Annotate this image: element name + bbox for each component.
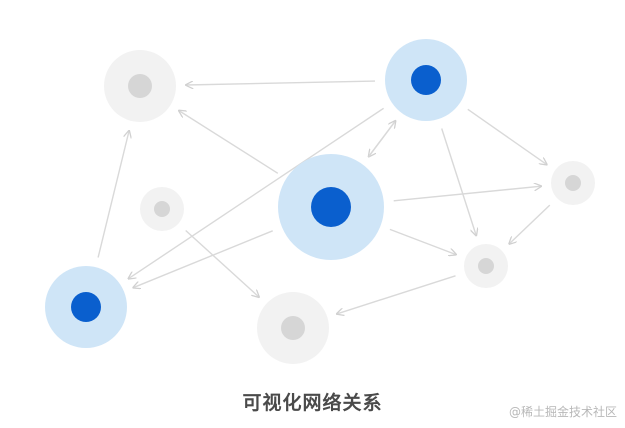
node-core	[281, 316, 305, 340]
edge-n4-n7	[133, 230, 273, 288]
edge-n4-n5	[393, 186, 542, 202]
node-n8[interactable]	[257, 292, 329, 364]
node-n4[interactable]	[278, 154, 384, 260]
node-n6[interactable]	[464, 244, 508, 288]
node-core	[565, 175, 581, 191]
watermark: @稀土掘金技术社区	[508, 405, 617, 419]
node-core	[128, 74, 152, 98]
node-n7[interactable]	[45, 266, 127, 348]
node-n2[interactable]	[385, 39, 467, 121]
edge-n4-n6	[389, 228, 456, 254]
edge-n2-n6	[441, 128, 477, 236]
node-n5[interactable]	[551, 161, 595, 205]
nodes-layer	[45, 39, 595, 364]
edge-n2-n5	[467, 108, 547, 164]
edge-n4-n1	[179, 111, 279, 174]
node-core	[311, 187, 351, 227]
node-core	[411, 65, 441, 95]
node-n3[interactable]	[140, 187, 184, 231]
edge-n6-n8	[337, 275, 456, 314]
caption: 可视化网络关系	[242, 392, 383, 414]
node-core	[478, 258, 494, 274]
edge-n2-n1	[186, 80, 376, 85]
edge-n4-n2	[368, 121, 396, 158]
edge-n2-n7	[128, 107, 384, 278]
node-n1[interactable]	[104, 50, 176, 122]
node-core	[71, 292, 101, 322]
edge-n3-n8	[185, 229, 259, 298]
edges-layer	[97, 80, 551, 314]
node-core	[154, 201, 170, 217]
edge-n5-n6	[509, 204, 551, 244]
edge-n7-n1	[97, 131, 129, 258]
